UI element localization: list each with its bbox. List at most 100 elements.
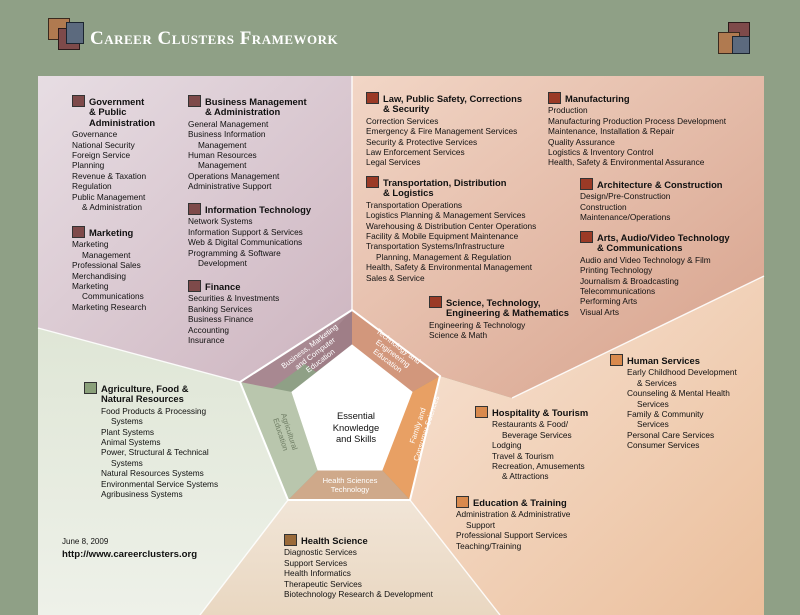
pathway-item: Consumer Services bbox=[627, 440, 700, 451]
pathway-item: Sales & Service bbox=[366, 272, 425, 283]
pathway-item: Restaurants & Food/Beverage Services bbox=[492, 419, 572, 440]
pathway-item: Administrative Support bbox=[188, 181, 272, 192]
pathway-item: Professional Support Services bbox=[456, 530, 568, 541]
pathway-item: Natural Resources Systems bbox=[101, 468, 204, 479]
center-pentagon bbox=[291, 344, 413, 471]
cluster-square-icon bbox=[610, 354, 623, 366]
cluster-heading: Human Services bbox=[610, 354, 762, 366]
cluster-transportation: Transportation, Distribution & Logistics… bbox=[366, 176, 576, 283]
cluster-arts-av: Arts, Audio/Video Technology & Communica… bbox=[580, 231, 762, 317]
cluster-square-icon bbox=[188, 95, 201, 107]
pathway-item: Securities & Investments bbox=[188, 293, 280, 304]
cluster-title: Marketing bbox=[89, 227, 134, 238]
pathway-item: Insurance bbox=[188, 335, 225, 346]
page-title: Career Clusters Framework bbox=[90, 28, 339, 49]
pathway-item: Support Services bbox=[284, 557, 348, 568]
pathway-item: Production bbox=[548, 105, 588, 116]
cluster-square-icon bbox=[366, 176, 379, 188]
pathway-item: Biotechnology Research & Development bbox=[284, 589, 433, 600]
cluster-square-icon bbox=[548, 92, 561, 104]
cluster-heading: Arts, Audio/Video Technology & Communica… bbox=[580, 231, 762, 254]
cluster-stem: Science, Technology, Engineering & Mathe… bbox=[429, 296, 589, 341]
cluster-title: Hospitality & Tourism bbox=[492, 407, 589, 418]
logo-left-icon bbox=[48, 18, 88, 58]
cluster-square-icon bbox=[580, 231, 593, 243]
cluster-title: Agriculture, Food & Natural Resources bbox=[101, 383, 189, 405]
pathway-item: Manufacturing Production Process Develop… bbox=[548, 115, 727, 126]
pathway-item: Operations Management bbox=[188, 170, 280, 181]
pathway-item: Lodging bbox=[492, 440, 522, 451]
pathway-item: Logistics Planning & Management Services bbox=[366, 210, 526, 221]
cluster-square-icon bbox=[72, 226, 85, 238]
cluster-heading: Architecture & Construction bbox=[580, 178, 760, 190]
pathway-item: Diagnostic Services bbox=[284, 547, 357, 558]
cluster-heading: Business Management & Administration bbox=[188, 95, 346, 118]
segment-family bbox=[382, 376, 440, 500]
cluster-heading: Health Science bbox=[284, 534, 474, 546]
pathway-item: Merchandising bbox=[72, 270, 126, 281]
center-label: Essential Knowledge and Skills bbox=[332, 410, 380, 444]
cluster-title: Transportation, Distribution & Logistics bbox=[383, 177, 507, 199]
cluster-title: Education & Training bbox=[473, 497, 567, 508]
pathway-item: Maintenance, Installation & Repair bbox=[548, 126, 675, 137]
pathway-item: Public Management& Administration bbox=[72, 191, 146, 213]
cluster-title: Architecture & Construction bbox=[597, 179, 723, 190]
cluster-square-icon bbox=[72, 95, 85, 107]
pathway-item: Teaching/Training bbox=[456, 540, 522, 551]
pathway-item: Therapeutic Services bbox=[284, 578, 362, 589]
pathway-health-label: Health Sciences Technology bbox=[322, 476, 378, 494]
cluster-heading: Marketing bbox=[72, 226, 182, 238]
pathway-item: Health, Safety & Environmental Managemen… bbox=[366, 262, 533, 273]
cluster-title: Science, Technology, Engineering & Mathe… bbox=[446, 297, 569, 319]
pathway-item: Warehousing & Distribution Center Operat… bbox=[366, 220, 537, 231]
pathway-item: Recreation, Amusements& Attractions bbox=[492, 461, 585, 482]
cluster-heading: Manufacturing bbox=[548, 92, 762, 104]
pathway-item: Design/Pre-Construction bbox=[580, 191, 671, 202]
pathway-item: Travel & Tourism bbox=[492, 450, 554, 461]
pathway-item: Performing Arts bbox=[580, 296, 638, 307]
cluster-title: Arts, Audio/Video Technology & Communica… bbox=[597, 232, 730, 254]
cluster-heading: Government & Public Administration bbox=[72, 95, 182, 128]
pathway-item: Facility & Mobile Equipment Maintenance bbox=[366, 231, 519, 242]
pathway-item: Health Informatics bbox=[284, 568, 351, 579]
website-link[interactable]: http://www.careerclusters.org bbox=[62, 549, 198, 560]
cluster-heading: Law, Public Safety, Corrections & Securi… bbox=[366, 92, 566, 115]
pathway-item: Construction bbox=[580, 201, 627, 212]
pathway-item: General Management bbox=[188, 118, 269, 129]
sector-green bbox=[38, 328, 288, 615]
segment-health bbox=[288, 470, 410, 500]
pathway-item: Regulation bbox=[72, 181, 112, 192]
pathway-item: Correction Services bbox=[366, 115, 439, 126]
pathway-item: Planning bbox=[72, 160, 105, 171]
pathway-item: Journalism & Broadcasting bbox=[580, 275, 679, 286]
pathway-item: Telecommunications bbox=[580, 286, 656, 297]
cluster-square-icon bbox=[429, 296, 442, 308]
header-bar bbox=[0, 0, 800, 76]
pathway-item: Professional Sales bbox=[72, 260, 141, 271]
